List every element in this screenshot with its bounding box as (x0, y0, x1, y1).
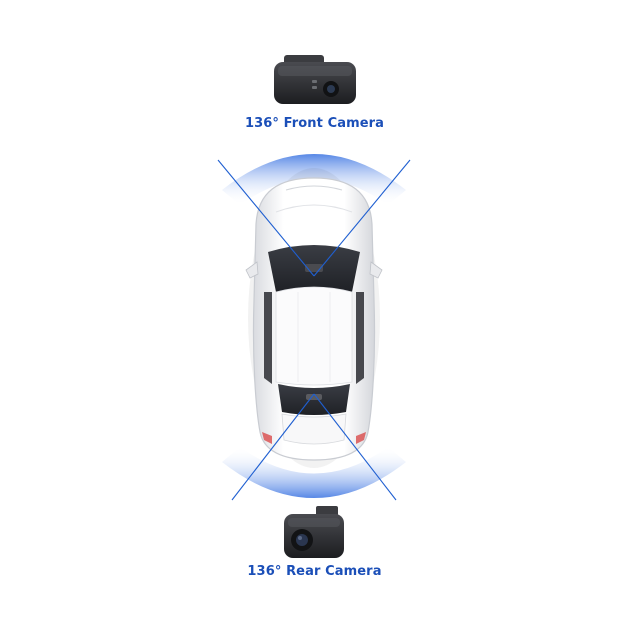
rear-fov-glow (222, 447, 406, 498)
rear-dashcam-icon (284, 506, 344, 558)
front-fov-glow (222, 154, 406, 205)
rear-camera-label: 136° Rear Camera (247, 564, 382, 579)
rear-fov-lines (231, 393, 397, 501)
front-fov-lines (217, 159, 411, 277)
front-dashcam-icon (274, 55, 356, 104)
front-camera-label: 136° Front Camera (244, 116, 385, 131)
car-top-view-icon (245, 168, 383, 468)
